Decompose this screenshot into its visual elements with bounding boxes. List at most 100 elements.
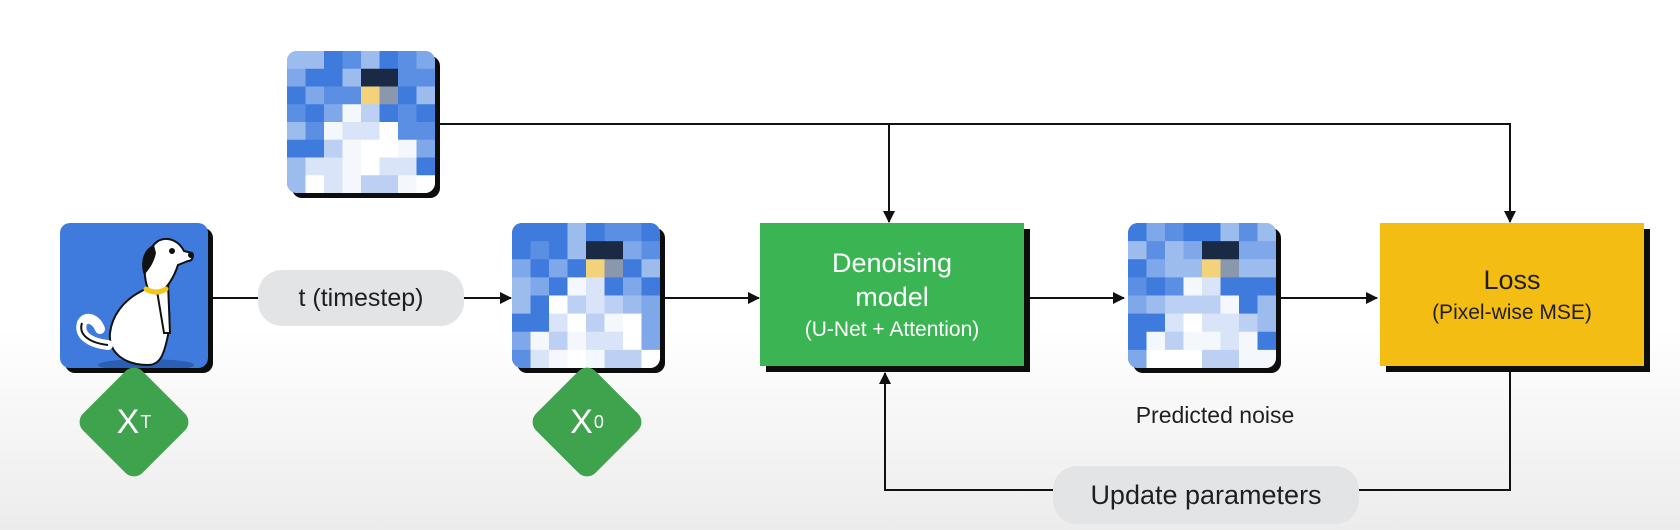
noise-pixel: [416, 86, 435, 105]
noise-pixel: [398, 86, 417, 105]
noise-pixel: [530, 277, 550, 296]
noise-pixel: [1239, 331, 1258, 351]
noise-pixel: [623, 259, 642, 278]
noise-pixel: [586, 277, 605, 296]
noise-pixel: [1202, 331, 1221, 351]
noise-pixel: [1165, 313, 1184, 333]
noise-pixel: [1128, 259, 1147, 278]
noise-pixel: [641, 259, 660, 278]
noise-pixel: [1128, 331, 1147, 351]
noise-pixel: [604, 277, 624, 296]
x0-subscript: 0: [593, 411, 604, 432]
noise-pixel: [416, 175, 435, 193]
noise-pixel: [604, 313, 624, 333]
noise-pixel: [1165, 295, 1184, 315]
noise-pixel: [324, 139, 343, 158]
predicted-noise-tile: [1128, 223, 1276, 368]
noise-pixel: [567, 331, 587, 351]
noise-pixel: [398, 175, 417, 193]
noise-pixel: [586, 331, 605, 351]
noise-pixel: [1220, 331, 1240, 351]
noise-pixel: [1202, 241, 1221, 260]
noise-pixel: [287, 104, 306, 123]
noise-pixel: [549, 259, 568, 278]
noise-pixel: [1165, 277, 1184, 296]
noise-pixel: [1128, 313, 1147, 333]
noise-pixel: [1220, 241, 1240, 260]
noise-pixel: [1165, 331, 1184, 351]
noise-pixel: [1202, 349, 1221, 368]
noise-pixel: [416, 157, 435, 176]
noise-pixel: [549, 331, 568, 351]
noise-pixel: [1220, 223, 1240, 242]
pixelated-dog-icon: [512, 223, 660, 368]
noise-pixel: [1202, 277, 1221, 296]
noise-pixel: [1128, 277, 1147, 296]
noise-pixel: [1128, 349, 1147, 368]
noise-pixel: [549, 313, 568, 333]
noise-pixel: [342, 157, 362, 176]
noise-pixel: [342, 51, 362, 70]
noise-pixel: [623, 223, 642, 242]
noise-pixel: [342, 175, 362, 193]
noise-pixel: [567, 241, 587, 260]
noise-pixel: [305, 68, 325, 87]
noise-pixel: [1239, 241, 1258, 260]
pixelated-noise-icon: [1128, 223, 1276, 368]
noise-pixel: [1220, 277, 1240, 296]
noise-pixel: [604, 295, 624, 315]
noise-pixel: [1128, 295, 1147, 315]
noise-pixel: [324, 175, 343, 193]
noise-pixel: [324, 122, 343, 141]
noise-pixel: [567, 259, 587, 278]
noise-pixel: [530, 259, 550, 278]
noise-pixel: [641, 349, 660, 368]
noise-pixel: [1165, 259, 1184, 278]
dog-illustration-icon: [76, 237, 194, 368]
denoising-model-subtitle: (U-Net + Attention): [804, 317, 980, 341]
noise-pixel: [398, 122, 417, 141]
denoising-model-title: Denoising: [831, 247, 953, 278]
noise-pixel: [1183, 295, 1203, 315]
noise-pixel: [1257, 223, 1276, 242]
noise-pixel: [512, 241, 531, 260]
noise-pixel: [1202, 295, 1221, 315]
noise-pixel: [379, 175, 399, 193]
noise-pixel: [398, 68, 417, 87]
noise-pixel: [324, 51, 343, 70]
noise-pixel: [641, 277, 660, 296]
noise-pixel: [512, 277, 531, 296]
noise-pixel: [512, 349, 531, 368]
noise-pixel: [398, 51, 417, 70]
clean-image-tile: [60, 223, 208, 368]
noise-pixel: [287, 68, 306, 87]
noise-pixel: [1220, 295, 1240, 315]
noise-pixel: [1220, 259, 1240, 278]
noise-pixel: [379, 104, 399, 123]
loss-title: Loss: [1483, 264, 1541, 295]
noise-pixel: [1146, 277, 1166, 296]
noise-pixel: [361, 104, 380, 123]
noise-pixel: [1146, 259, 1166, 278]
denoising-model-box: Denoising model (U-Net + Attention): [760, 223, 1024, 366]
noise-pixel: [361, 68, 380, 87]
noise-pixel: [586, 295, 605, 315]
noise-pixel: [530, 349, 550, 368]
noise-pixel: [416, 104, 435, 123]
noise-pixel: [567, 349, 587, 368]
noise-pixel: [567, 223, 587, 242]
noise-pixel: [1183, 241, 1203, 260]
noise-pixel: [416, 139, 435, 158]
noise-pixel: [623, 313, 642, 333]
timestep-pill: t (timestep): [258, 270, 464, 326]
noise-pixel: [305, 122, 325, 141]
noise-pixel: [586, 313, 605, 333]
noise-pixel: [305, 104, 325, 123]
pixelated-noise-icon: [287, 51, 435, 193]
noise-pixel: [287, 157, 306, 176]
noise-pixel: [342, 86, 362, 105]
noise-pixel: [604, 331, 624, 351]
